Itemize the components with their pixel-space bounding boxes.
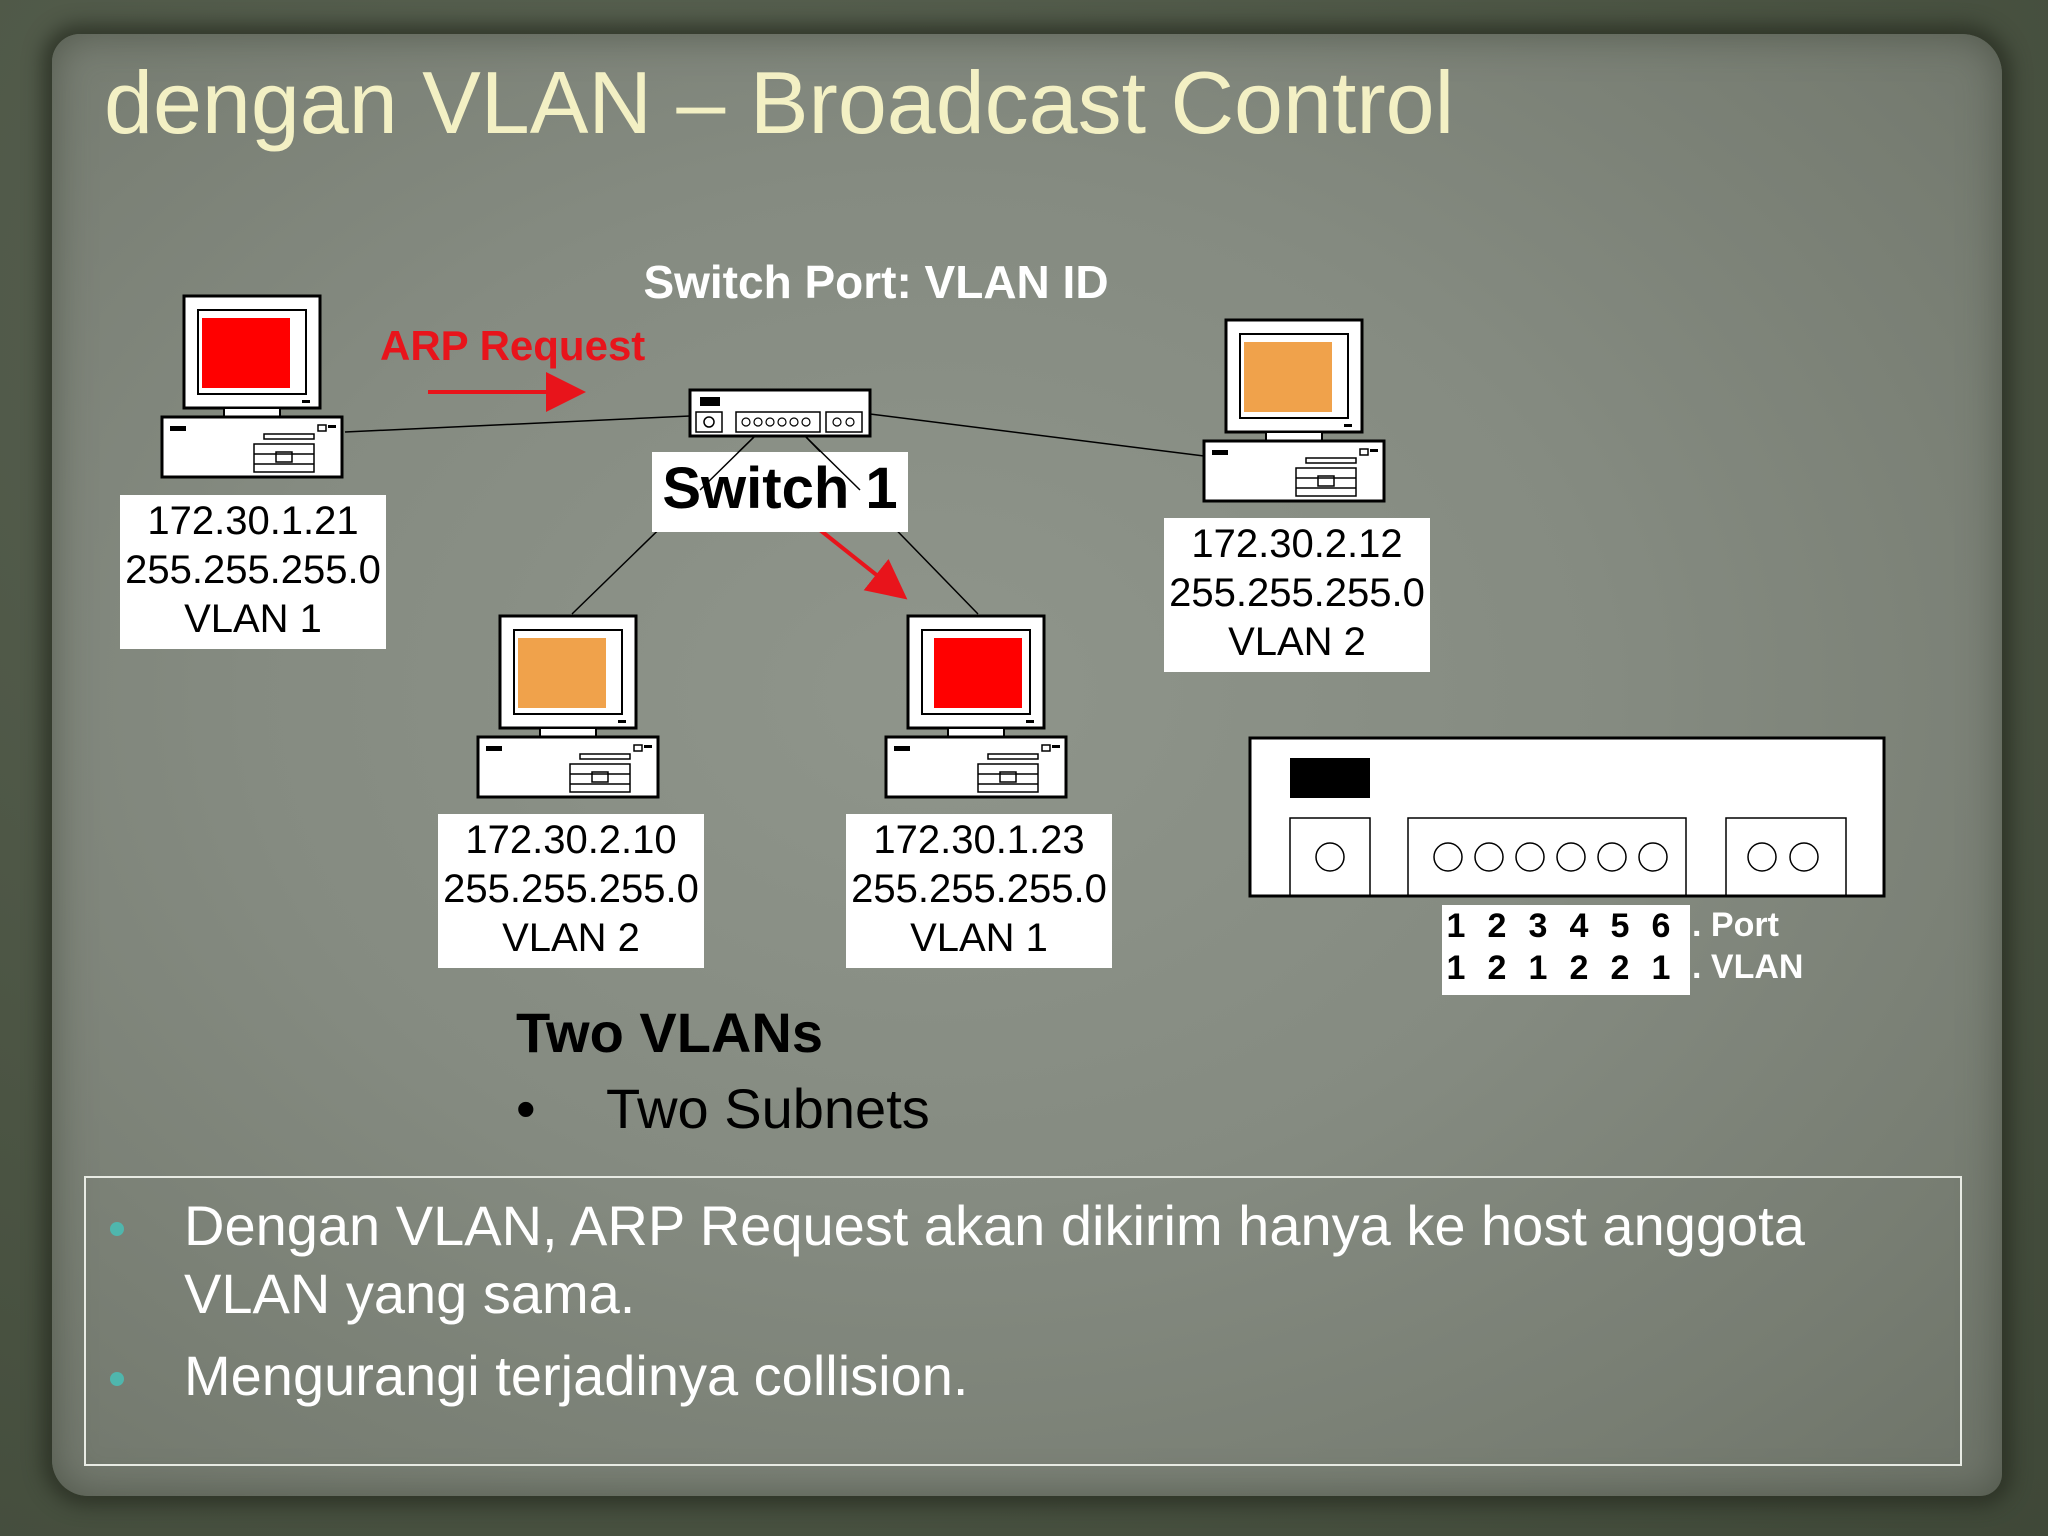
port-number: 5 [1610, 907, 1630, 945]
link-host1-switch [344, 415, 691, 433]
port-number: 3 [1528, 907, 1548, 945]
host-ip: 172.30.1.21 [147, 499, 359, 543]
host1-screen [202, 318, 290, 388]
host-mask: 255.255.255.0 [443, 867, 699, 911]
switch-port-header: Switch Port: VLAN ID [643, 256, 1108, 308]
link-through-label-left [699, 435, 756, 491]
switch-label: Switch 1 [662, 456, 897, 521]
host-vlan: VLAN 1 [910, 916, 1048, 960]
port-row: 1 2 3 4 5 6 [1442, 907, 1690, 949]
vlan-number: 2 [1610, 949, 1630, 987]
port-vlan-table: 1 2 3 4 5 6 1 2 1 2 2 1 [1442, 905, 1690, 995]
note-text: Mengurangi terjadinya collision. [184, 1344, 969, 1407]
bullet-icon [110, 1222, 124, 1236]
host-mask: 255.255.255.0 [1169, 571, 1425, 615]
host3-screen [518, 638, 606, 708]
vlan-number: 2 [1569, 949, 1589, 987]
vlan-number: 1 [1528, 949, 1548, 987]
host-label-4: 172.30.1.23 255.255.255.0 VLAN 1 [846, 814, 1112, 968]
host2-screen [1244, 342, 1332, 412]
host-vlan: VLAN 1 [184, 597, 322, 641]
host-ip: 172.30.2.10 [465, 818, 677, 862]
host-ip: 172.30.2.12 [1191, 522, 1403, 566]
host-mask: 255.255.255.0 [125, 548, 381, 592]
computer-icon-host4 [884, 614, 1068, 799]
slide-title: dengan VLAN – Broadcast Control [104, 53, 1455, 152]
bullet-dot: • [516, 1077, 536, 1140]
arp-request-label: ARP Request [380, 322, 645, 369]
port-number: 4 [1569, 907, 1589, 945]
bullet-icon [110, 1372, 124, 1386]
caption-bullet: • Two Subnets [516, 1076, 930, 1141]
vlan-number: 1 [1446, 949, 1466, 987]
note-text: Dengan VLAN, ARP Request akan dikirim ha… [184, 1194, 1805, 1325]
arp-arrow-down [818, 528, 908, 600]
host-ip: 172.30.1.23 [873, 818, 1085, 862]
computer-icon-host1 [160, 294, 344, 479]
host-label-1: 172.30.1.21 255.255.255.0 VLAN 1 [120, 495, 386, 649]
link-switch-host2 [869, 413, 1205, 457]
port-number: 6 [1651, 907, 1671, 945]
vlan-number: 1 [1651, 949, 1671, 987]
computer-icon-host2 [1202, 318, 1386, 503]
computer-icon-host3 [476, 614, 660, 799]
host-vlan: VLAN 2 [502, 916, 640, 960]
port-number: 2 [1487, 907, 1507, 945]
caption-heading: Two VLANs [516, 1001, 823, 1064]
vlan-row-label: . VLAN [1692, 948, 1804, 986]
switch-label-box [652, 452, 908, 532]
host-label-2: 172.30.2.12 255.255.255.0 VLAN 2 [1164, 518, 1430, 672]
link-through-label-right [804, 435, 861, 491]
host-label-3: 172.30.2.10 255.255.255.0 VLAN 2 [438, 814, 704, 968]
switch-detail-icon [1248, 736, 1886, 898]
host-vlan: VLAN 2 [1228, 620, 1366, 664]
notes-box: Dengan VLAN, ARP Request akan dikirim ha… [84, 1176, 1962, 1466]
caption-bullet-text: Two Subnets [606, 1077, 930, 1140]
host4-screen [934, 638, 1022, 708]
switch-icon [688, 388, 872, 438]
port-row-label: . Port [1692, 906, 1779, 944]
vlan-row: 1 2 1 2 2 1 [1442, 949, 1690, 991]
host-mask: 255.255.255.0 [851, 867, 1107, 911]
port-number: 1 [1446, 907, 1466, 945]
vlan-number: 2 [1487, 949, 1507, 987]
